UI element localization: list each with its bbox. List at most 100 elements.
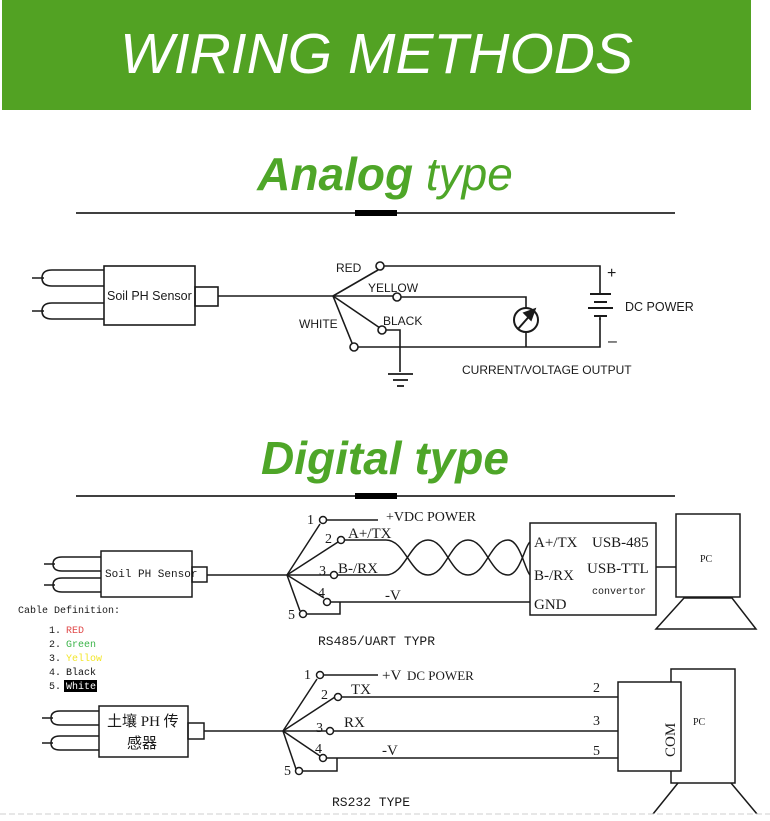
converter-usbttl-label: USB-TTL (587, 561, 649, 577)
rs232-pin-1: 1 (304, 668, 311, 683)
cable-item-white: White (66, 681, 96, 693)
header-banner: WIRING METHODS (2, 0, 751, 110)
cable-item-red: RED (66, 626, 84, 637)
rs232-pin-2: 2 (321, 688, 328, 703)
rs232-terminal-4 (318, 753, 328, 763)
analog-probe-lower (32, 302, 104, 320)
cable-item-black: Black (66, 667, 96, 679)
tx-label: TX (351, 682, 371, 698)
digital-divider (76, 493, 675, 499)
rs485-pc-label: PC (700, 554, 713, 565)
rs232-pc-stand-right (730, 782, 758, 815)
output-label: CURRENT/VOLTAGE OUTPUT (462, 363, 632, 377)
rs232-power-v: +V (382, 668, 401, 684)
com-pin-2: 2 (593, 681, 600, 696)
rs485-probe-upper (44, 556, 101, 572)
analog-red-line (384, 265, 601, 290)
converter-usb485-label: USB-485 (592, 535, 649, 551)
analog-title-rest: type (413, 148, 513, 200)
rs485-pc-monitor (675, 513, 741, 598)
analog-title-bold: Analog (257, 148, 414, 200)
com-pin-5: 5 (593, 744, 600, 759)
analog-yellow-line (401, 296, 527, 308)
analog-wire-white (332, 295, 353, 344)
rs232-terminal-2 (333, 692, 343, 702)
converter-a-label: A+/TX (534, 535, 578, 551)
rs485-a-label: A+/TX (348, 526, 392, 542)
converter-label: convertor (592, 587, 646, 598)
rs485-pin-4: 4 (318, 586, 325, 601)
svg-text:1.: 1. (49, 626, 61, 637)
rx-label: RX (344, 715, 365, 731)
analog-wire-red (332, 269, 379, 297)
rs232-sensor-label-2: 感器 (127, 735, 157, 752)
converter-b-label: B-/RX (534, 568, 574, 584)
plus-sign: + (607, 265, 616, 282)
analog-black-line (386, 329, 401, 372)
analog-divider (76, 210, 675, 216)
cable-definition-title: Cable Definition: (18, 605, 120, 617)
rs485-pc-stand (654, 597, 758, 630)
rs232-terminal-3 (325, 726, 335, 736)
ground-icon (388, 373, 413, 387)
analog-wire-black (332, 295, 381, 329)
twisted-pair (385, 539, 531, 576)
svg-text:5.: 5. (49, 682, 61, 693)
rs485-terminal-1 (318, 515, 328, 525)
rs232-caption: RS232 TYPE (332, 795, 410, 810)
rs232-power-label: DC POWER (407, 668, 474, 683)
rs232-sensor-connector (187, 722, 205, 740)
rs485-sensor-label: Soil PH Sensor (105, 569, 197, 581)
rs485-pin-1: 1 (307, 513, 314, 528)
rs232-pin-3: 3 (316, 721, 323, 736)
rs485-b-label: B-/RX (338, 561, 378, 577)
rs232-pin-5: 5 (284, 764, 291, 779)
rs232-terminal-5 (294, 766, 304, 776)
analog-section-title: Analog type (0, 146, 770, 202)
rs232-sensor-label-1: 土壤 PH 传 (107, 712, 179, 730)
cable-item-green: Green (66, 640, 96, 651)
analog-white-line (358, 318, 601, 348)
usb-converter-box (529, 522, 657, 616)
rs485-caption: RS485/UART TYPR (318, 634, 435, 649)
wire-label-black: BLACK (383, 314, 422, 328)
battery-icon (588, 290, 613, 320)
minus-sign: – (608, 333, 617, 350)
converter-gnd-label: GND (534, 597, 567, 613)
meter-icon (513, 307, 539, 333)
wire-label-yellow: YELLOW (368, 281, 419, 295)
rs485-pin-2: 2 (325, 532, 332, 547)
rs485-terminal-4 (322, 597, 332, 607)
rs232-pc-stand-left (652, 782, 679, 815)
rs232-probe-upper (42, 710, 99, 726)
svg-text:3.: 3. (49, 654, 61, 665)
com-pin-3: 3 (593, 714, 600, 729)
rs485-pin-3: 3 (319, 564, 326, 579)
rs485-terminal-5 (298, 609, 308, 619)
com-port-box (617, 681, 682, 772)
rs485-pin-5: 5 (288, 608, 295, 623)
cable-definition: Cable Definition: 1. RED 2. Green 3. Yel… (18, 605, 120, 693)
rs232-neg-label: -V (382, 743, 398, 759)
analog-sensor-connector (194, 286, 219, 307)
analog-sensor-label: Soil PH Sensor (107, 289, 192, 303)
svg-text:4.: 4. (49, 668, 61, 679)
rs232-pc-label: PC (693, 717, 706, 728)
analog-probe-upper (32, 269, 104, 287)
wire-label-white: WHITE (299, 317, 338, 331)
com-label: COM (663, 723, 679, 757)
rs485-power-label: +VDC POWER (386, 510, 477, 525)
rs232-pin-4: 4 (315, 742, 322, 757)
rs485-probe-lower (44, 577, 101, 593)
rs485-terminal-2 (336, 535, 346, 545)
cable-item-yellow: Yellow (66, 653, 102, 665)
rs232-probe-lower (42, 735, 99, 751)
rs232-terminal-1 (315, 670, 325, 680)
digital-section-title: Digital type (261, 432, 509, 484)
dc-power-label: DC POWER (625, 300, 694, 314)
svg-text:2.: 2. (49, 640, 61, 651)
wire-label-red: RED (336, 261, 362, 275)
rs485-terminal-3 (329, 570, 339, 580)
page-title: WIRING METHODS (120, 22, 633, 86)
